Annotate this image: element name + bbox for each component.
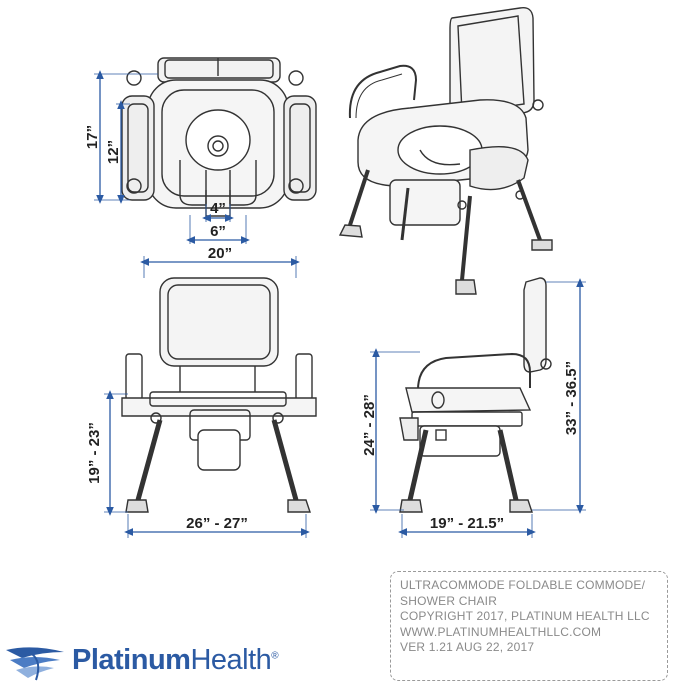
side-view-drawing — [399, 277, 552, 513]
top-opening-narrow-label: 4” — [210, 200, 226, 217]
side-arm-height-label: 24” - 28” — [361, 394, 378, 456]
top-opening-wide-label: 6” — [210, 223, 226, 240]
brand-name-bold: Platinum — [72, 644, 191, 676]
side-base-depth-label: 19” - 21.5” — [430, 515, 504, 532]
isometric-view-drawing — [338, 7, 553, 295]
top-view-drawing — [121, 57, 317, 217]
top-seat-depth-label: 12” — [105, 140, 122, 164]
top-width-label: 20” — [208, 245, 232, 262]
top-overall-depth-label: 17” — [84, 125, 101, 149]
wing-logo-icon — [6, 647, 64, 681]
front-view-drawing — [121, 277, 317, 513]
info-line-copyright: COPYRIGHT 2017, PLATINUM HEALTH LLC — [400, 609, 650, 624]
brand-wordmark: PlatinumHealth® — [72, 644, 279, 677]
front-view-dimension-lines — [104, 256, 310, 538]
brand-name-light: Health — [190, 644, 272, 676]
info-line-version: VER 1.21 AUG 22, 2017 — [400, 640, 535, 655]
front-seat-height-label: 19” - 23” — [86, 422, 103, 484]
info-line-product-cont: SHOWER CHAIR — [400, 593, 498, 608]
top-view-dimension-lines — [94, 70, 250, 244]
info-box — [390, 571, 668, 681]
front-base-width-label: 26” - 27” — [186, 515, 248, 532]
info-text-block: ULTRACOMMODE FOLDABLE COMMODE/ SHOWER CH… — [400, 578, 670, 656]
brand-trademark: ® — [271, 650, 279, 662]
side-back-height-label: 33” - 36.5” — [563, 361, 580, 435]
side-view-dimension-lines — [370, 278, 586, 538]
info-line-website: WWW.PLATINUMHEALTHLLC.COM — [400, 624, 602, 639]
info-line-product: ULTRACOMMODE FOLDABLE COMMODE/ — [400, 578, 646, 592]
